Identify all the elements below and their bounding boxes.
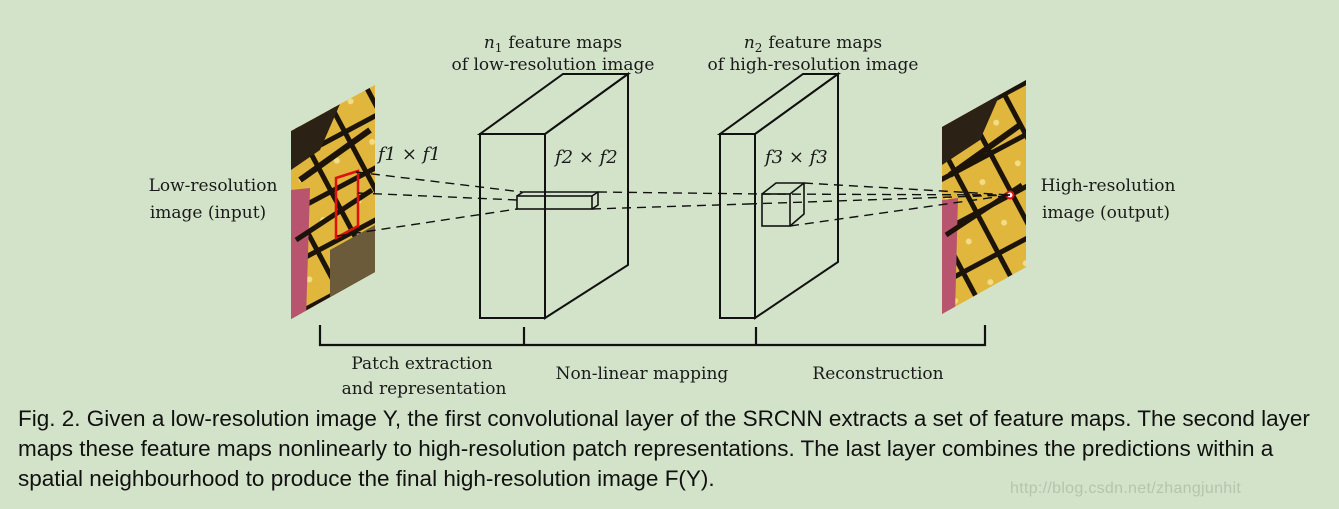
filter-box-f2	[516, 191, 599, 210]
filter-cube-f3	[761, 182, 805, 227]
stage-brackets	[318, 325, 987, 347]
stage-1-label-line1: Patch extraction	[351, 354, 492, 374]
low-resolution-input-image	[291, 85, 375, 319]
n1-subtitle: of low-resolution image	[452, 55, 655, 75]
f2-size-label: f2 × f2	[553, 147, 618, 168]
projection-lines	[336, 171, 1011, 237]
f3-size-label: f3 × f3	[763, 147, 828, 168]
output-label-line2: image (output)	[1042, 203, 1170, 223]
stage-3-label: Reconstruction	[812, 364, 943, 384]
feature-maps-block-1	[476, 72, 632, 320]
output-label-line1: High-resolution	[1041, 176, 1176, 196]
stage-2-label: Non-linear mapping	[556, 364, 729, 384]
input-patch-outline	[334, 169, 360, 241]
feature-maps-block-2	[716, 72, 842, 320]
figure-caption: Fig. 2. Given a low-resolution image Y, …	[18, 404, 1328, 494]
watermark: http://blog.csdn.net/zhangjunhit	[1010, 480, 1242, 497]
caption-prefix: Fig. 2.	[18, 406, 81, 431]
caption-text: Given a low-resolution image Y, the firs…	[18, 406, 1310, 491]
high-resolution-output-image	[942, 80, 1026, 314]
input-label-line2: image (input)	[150, 203, 266, 223]
f1-size-label: f1 × f1	[376, 144, 441, 165]
n2-subtitle: of high-resolution image	[708, 55, 919, 75]
input-label-line1: Low-resolution	[149, 176, 278, 196]
stage-1-label-line2: and representation	[342, 379, 507, 399]
